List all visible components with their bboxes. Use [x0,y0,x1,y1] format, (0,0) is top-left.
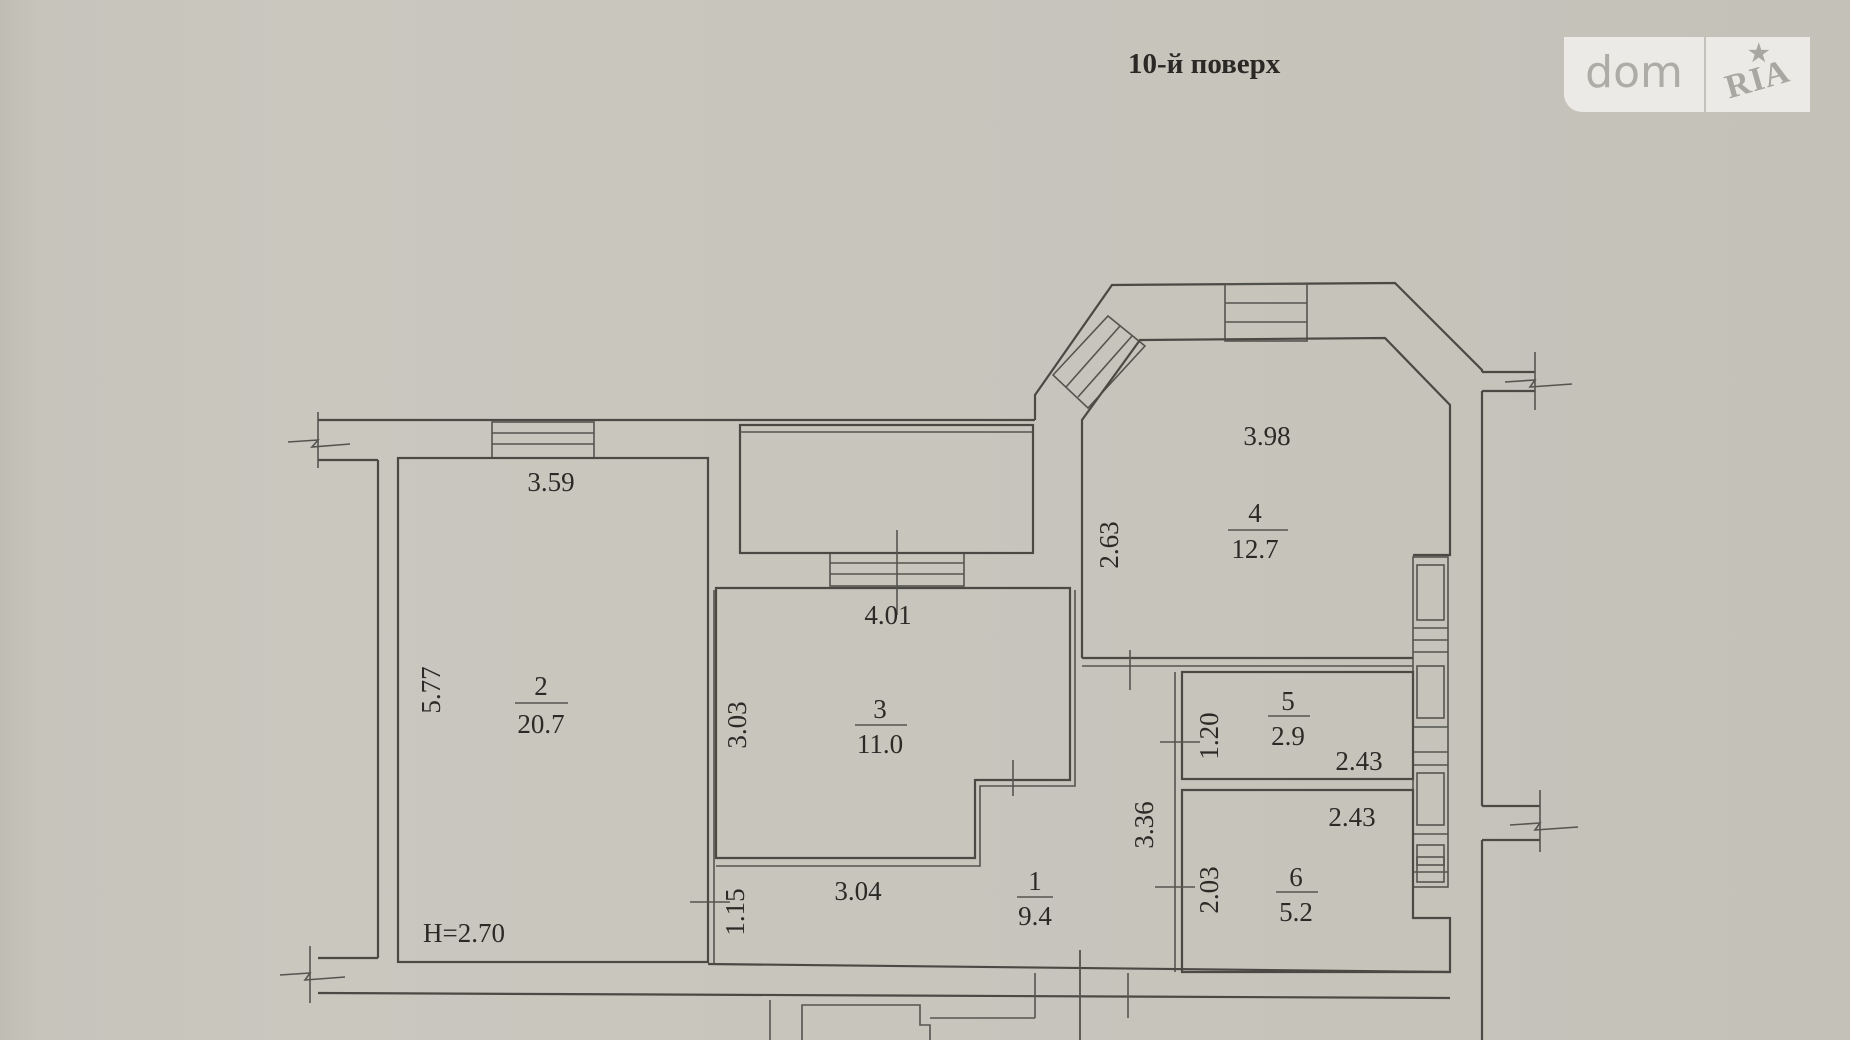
dom-ria-logo[interactable]: dom ★ RIA [1564,37,1810,112]
dim-room2-length: 5.77 [416,666,446,713]
logo-ria: ★ RIA [1706,37,1810,112]
room-3-area: 11.0 [857,729,903,759]
room-5-area: 2.9 [1271,721,1305,751]
room-6-area: 5.2 [1279,897,1313,927]
dim-room4-length: 2.63 [1094,521,1124,568]
dim-room1-width: 3.04 [834,876,882,906]
room-6-number: 6 [1289,862,1303,892]
outer-walls [279,281,1579,1040]
room-1-area: 9.4 [1018,901,1052,931]
dim-room1-length: 3.36 [1129,801,1159,848]
dim-room3-length: 3.03 [722,701,752,748]
room-2-area: 20.7 [517,709,564,739]
room-labels: 2 20.7 3 11.0 4 12.7 5 2.9 6 5.2 1 9.4 H… [423,498,1318,948]
dim-room2-width: 3.59 [527,467,574,497]
room-outlines [396,336,1452,1040]
dim-room6-width: 2.43 [1328,802,1375,832]
room-2-number: 2 [534,671,548,701]
room-4-number: 4 [1248,498,1262,528]
floor-title: 10-й поверх [1128,48,1281,80]
dim-room4-width: 3.98 [1243,421,1290,451]
ceiling-height: H=2.70 [423,918,505,948]
dim-room5-width: 2.43 [1335,746,1382,776]
logo-dom-text: dom [1564,37,1706,112]
windows [491,283,1449,888]
dim-room6-length: 2.03 [1194,866,1224,913]
room-4-area: 12.7 [1231,534,1278,564]
dim-room1-small: 1.15 [720,888,750,935]
room-1-number: 1 [1028,866,1042,896]
dim-room5-length: 1.20 [1194,712,1224,759]
room-5-number: 5 [1281,686,1295,716]
dimension-labels: 3.59 5.77 4.01 3.03 3.98 2.63 3.04 1.15 … [416,421,1383,936]
room-3-number: 3 [873,694,887,724]
star-icon: ★ [1748,41,1770,67]
dim-room3-width: 4.01 [864,600,911,630]
